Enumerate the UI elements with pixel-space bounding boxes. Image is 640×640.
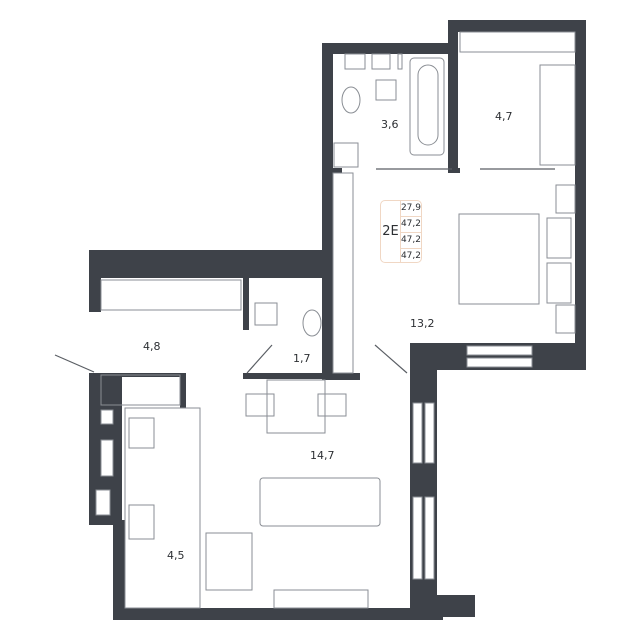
dining-table [266, 379, 326, 434]
wardrobe-shelf [459, 31, 576, 53]
bed [458, 213, 540, 305]
room-area-kitchen: 4,5 [167, 549, 185, 562]
room-area-bathroom: 3,6 [381, 118, 399, 131]
hall-closet [100, 279, 242, 311]
unit-code: 2E [381, 201, 401, 262]
room-area-wardrobe: 4,7 [495, 110, 513, 123]
room-area-hallway: 4,8 [143, 340, 161, 353]
windows [95, 53, 533, 580]
toilet [341, 86, 361, 114]
kitchen-counter [124, 407, 201, 609]
bath-sink [375, 79, 397, 101]
fixtures [54, 31, 576, 609]
room-area-wc: 1,7 [293, 352, 311, 365]
unit-area-value: 47,2 [400, 251, 421, 261]
washing-machine [333, 142, 359, 168]
unit-area-value: 27,9 [400, 201, 421, 217]
tv-stand [273, 589, 369, 609]
unit-area-value: 47,2 [400, 233, 421, 249]
sofa [259, 477, 381, 527]
unit-area-value: 47,2 [400, 217, 421, 233]
room-area-living-room: 14,7 [310, 449, 335, 462]
room-area-bedroom: 13,2 [410, 317, 435, 330]
armchair [205, 532, 253, 591]
wc-sink [254, 302, 278, 326]
wardrobe-shelf [539, 64, 576, 166]
kitchen-sink [128, 417, 155, 449]
wc-toilet [302, 309, 322, 337]
bedroom-closet [332, 172, 354, 374]
unit-badge: 2E 27,9 47,2 47,2 47,2 [380, 200, 422, 263]
bathtub [409, 57, 445, 156]
stove [128, 504, 155, 540]
